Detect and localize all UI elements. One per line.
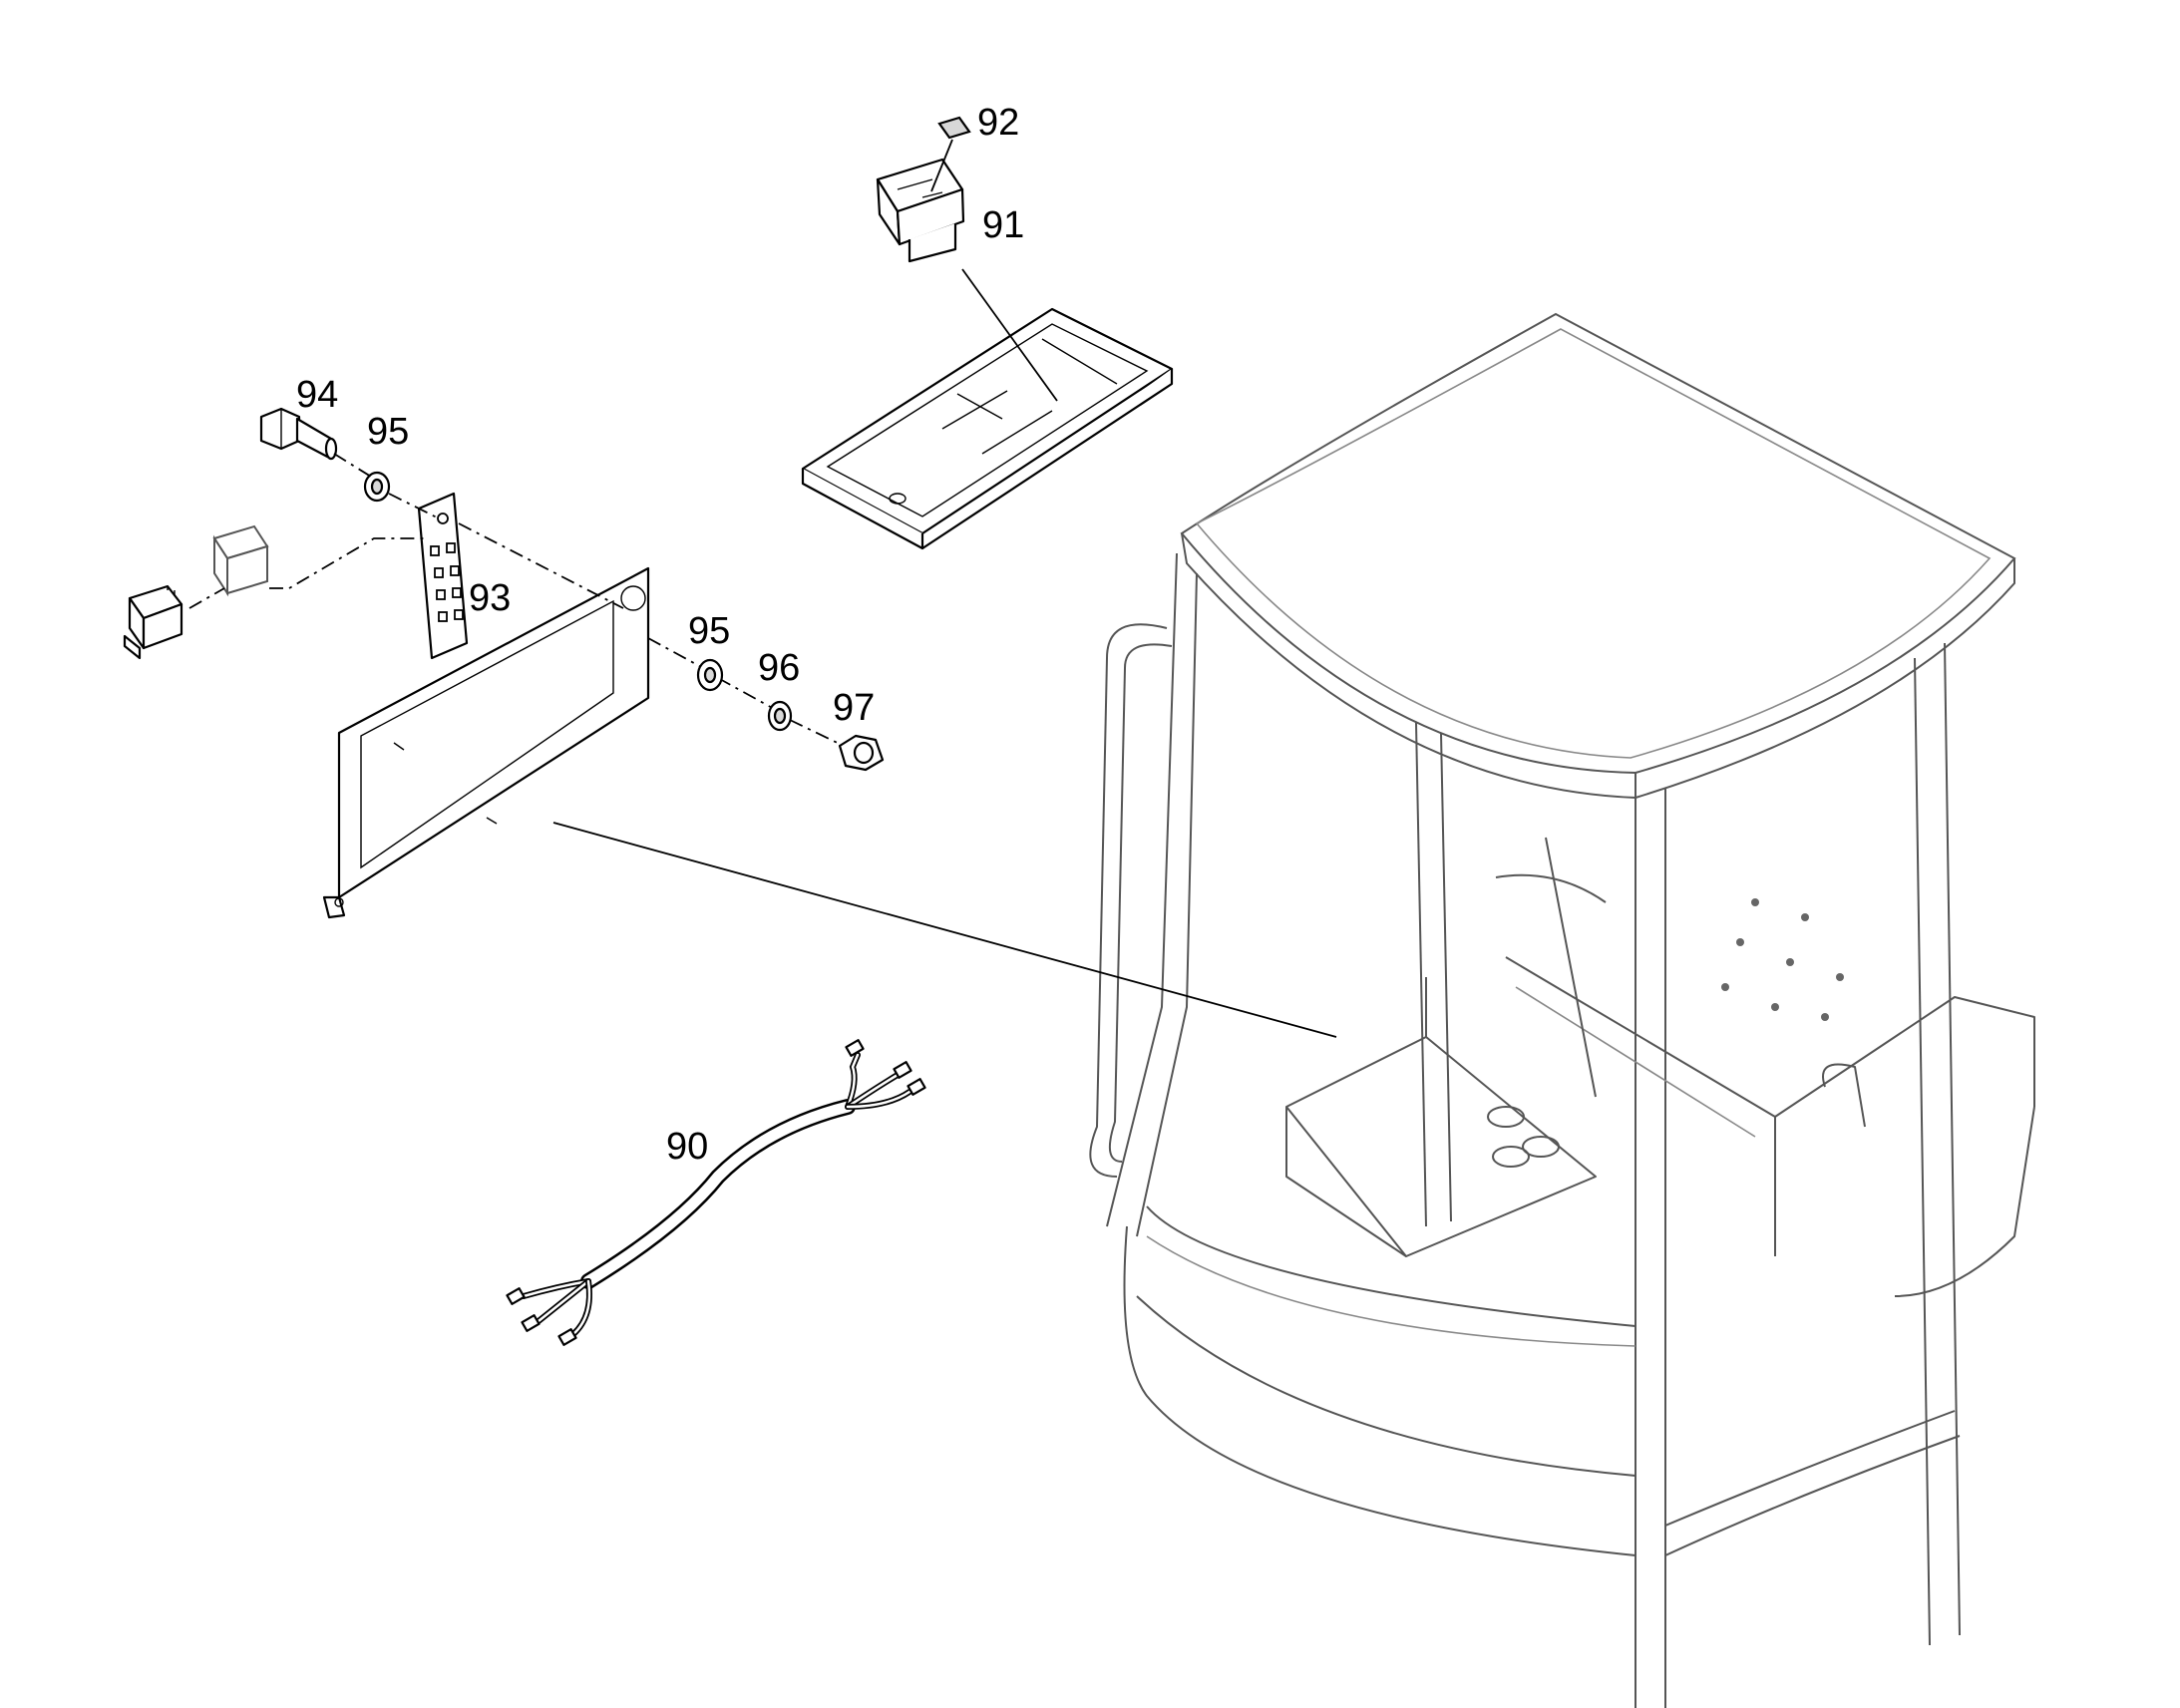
callout-92: 92 <box>977 102 1019 144</box>
part-95-washer-top <box>363 471 391 503</box>
part-92-switch-cap <box>937 116 971 140</box>
callout-96: 96 <box>758 647 800 689</box>
callout-94: 94 <box>296 374 338 416</box>
operator-cab <box>1089 312 2035 1708</box>
part-95-washer-right <box>696 658 724 692</box>
mounting-bracket <box>322 566 650 919</box>
callout-91: 91 <box>982 204 1024 246</box>
cab-roof <box>1180 312 2016 775</box>
callout-90: 90 <box>666 1126 708 1168</box>
relay-socket <box>212 524 269 597</box>
callout-95-top: 95 <box>367 411 409 453</box>
part-96-lock-washer <box>767 700 793 732</box>
part-97-nut <box>838 734 885 772</box>
part-90-wiring-harness <box>506 1039 926 1346</box>
part-91-rocker-switch <box>876 158 965 263</box>
relay <box>123 584 183 660</box>
callout-97: 97 <box>833 687 875 729</box>
switch-panel-plate <box>801 307 1174 550</box>
callout-95-right: 95 <box>688 610 730 652</box>
part-94-bolt <box>259 407 338 461</box>
callout-93: 93 <box>469 577 511 619</box>
part-93-relay-board <box>417 492 469 660</box>
